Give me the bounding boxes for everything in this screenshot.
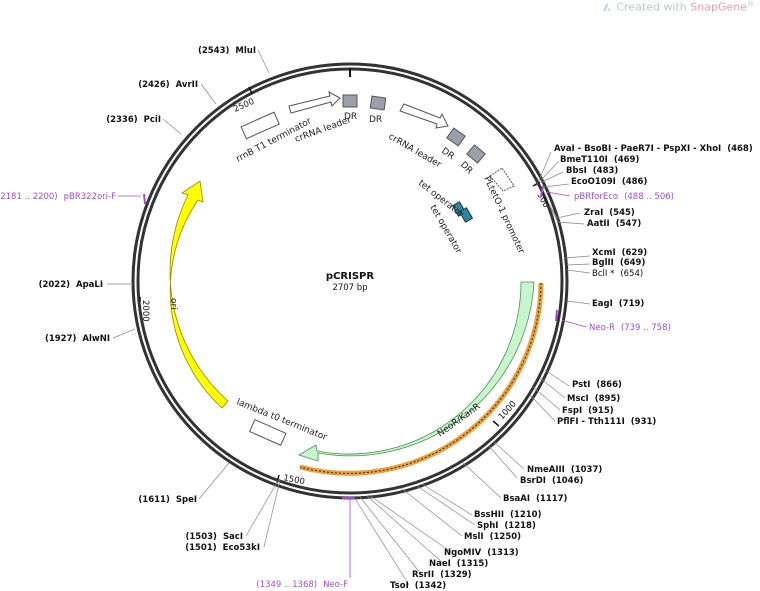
enzyme-bmet110i: BmeT110I(469) — [560, 155, 639, 165]
enzyme-naei: NaeI(1315) — [429, 559, 488, 569]
crrna-leader-2-label: crRNA leader — [387, 132, 443, 170]
enzyme-avrii: (2426)AvrII — [138, 80, 198, 90]
dr-label-3: DR — [439, 146, 456, 162]
enzyme-spei: (1611)SpeI — [138, 495, 197, 505]
enzyme-nmeaiii: NmeAIII(1037) — [527, 465, 602, 475]
dr-box-1 — [342, 94, 358, 108]
enzyme-eco53ki: (1501)Eco53kI — [185, 543, 260, 553]
enzyme-aval-group: AvaI - BsoBI - PaeR7I - PspXI - XhoI(468… — [554, 144, 753, 154]
primer-labels: (2181 .. 2200)pBR322ori-F pBRforEco(488 … — [0, 192, 674, 590]
primer-leader-lines — [118, 185, 587, 578]
dr-box-3 — [446, 127, 466, 147]
ori-arrow — [169, 180, 229, 409]
enzyme-labels-right: AvaI - BsoBI - PaeR7I - PspXI - XhoI(468… — [390, 144, 753, 591]
neoR-label: NeoR/KanR — [436, 402, 483, 440]
snapgene-logo-icon — [603, 2, 612, 11]
dr-box-4 — [466, 144, 486, 164]
enzyme-zrai: ZraI(545) — [584, 208, 635, 218]
lambda-terminator-box — [248, 418, 287, 446]
primer-neo-r: Neo-R(739 .. 758) — [589, 323, 671, 333]
tick-2000: 2000 — [139, 297, 150, 322]
enzyme-bcli: BclI *(654) — [592, 269, 643, 279]
tick-label: 2000 — [140, 300, 150, 322]
plasmid-size: 2707 bp — [332, 283, 367, 293]
tet-operator-box-2 — [458, 207, 474, 223]
enzyme-saci: (1503)SacI — [186, 532, 244, 542]
enzyme-ngomiv: NgoMIV(1313) — [444, 548, 519, 558]
pltet-promoter-arrow — [489, 167, 515, 192]
dr-label-2: DR — [369, 115, 382, 125]
rrnb-terminator-box — [240, 111, 280, 140]
enzyme-tsoi: TsoI(1342) — [390, 581, 446, 591]
enzyme-mlui: (2543)MluI — [198, 46, 256, 56]
enzyme-bglii: BglII(649) — [592, 258, 645, 268]
dr-box-2 — [369, 95, 387, 111]
enzyme-msci: MscI(895) — [567, 394, 620, 404]
primer-pbrforeco: pBRforEco(488 .. 506) — [574, 192, 674, 202]
crrna-leader-1-arrow — [288, 91, 341, 114]
watermark-prefix: Created with — [616, 0, 691, 14]
dr-label-1: DR — [344, 112, 357, 122]
enzyme-apali: (2022)ApaLI — [39, 280, 103, 290]
enzyme-msli: MslI(1250) — [464, 532, 521, 542]
primer-pbr322ori-f: (2181 .. 2200)pBR322ori-F — [0, 192, 116, 202]
crrna-leader-2-arrow — [399, 103, 449, 129]
tick-label: 2500 — [232, 97, 256, 115]
enzyme-eagi: EagI(719) — [592, 299, 644, 309]
enzyme-rsrii: RsrII(1329) — [412, 570, 472, 580]
neo-orange-inner — [299, 282, 542, 474]
primer-neo-f: (1349 .. 1368)Neo-F — [256, 580, 348, 590]
enzyme-bsaai: BsaAI(1117) — [503, 494, 568, 504]
enzyme-bsshii: BssHII(1210) — [474, 510, 542, 520]
enzyme-aatii: AatII(547) — [587, 219, 641, 229]
enzyme-psti: PstI(866) — [572, 380, 622, 390]
enzyme-leader-lines — [107, 49, 591, 586]
ori-label: ori — [168, 298, 178, 310]
enzyme-labels-left: (2543)MluI (2426)AvrII (2336)PciI (2022)… — [39, 46, 260, 553]
plasmid-name: pCRISPR — [326, 271, 374, 282]
watermark-reg: ® — [747, 0, 754, 8]
enzyme-xcmi: XcmI(629) — [592, 248, 647, 258]
enzyme-bbsi: BbsI(483) — [566, 166, 618, 176]
dr-label-4: DR — [458, 160, 474, 176]
snapgene-watermark: Created with SnapGene® — [602, 0, 754, 14]
tick-label: 1500 — [282, 473, 305, 487]
enzyme-bsrdi: BsrDI(1046) — [520, 476, 583, 486]
neo-orange-band — [299, 282, 544, 476]
enzyme-fspi: FspI(915) — [562, 406, 614, 416]
enzyme-sphi: SphI(1218) — [477, 521, 536, 531]
enzyme-pcii: (2336)PciI — [106, 115, 161, 125]
enzyme-ecoo109i: EcoO109I(486) — [571, 177, 647, 187]
enzyme-pflfi-group: PflFI - Tth111I(931) — [557, 417, 656, 427]
watermark-brand: SnapGene — [690, 0, 747, 14]
neoR-arrow — [298, 281, 535, 462]
enzyme-alwni: (1927)AlwNI — [45, 334, 110, 344]
